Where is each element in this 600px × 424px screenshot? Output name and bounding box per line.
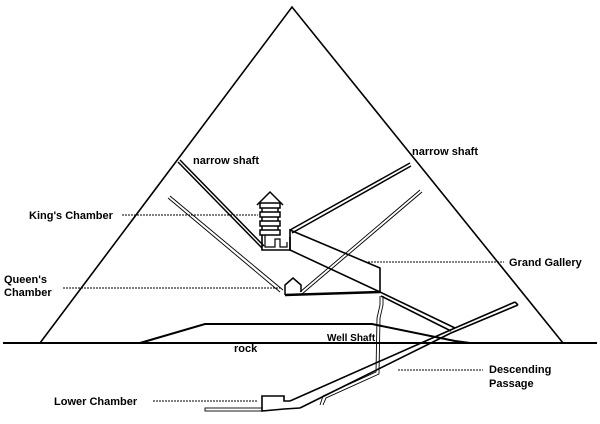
label-lower-chamber: Lower Chamber (54, 396, 138, 408)
queens-south-shaft (299, 189, 421, 293)
lower-chamber (261, 395, 301, 412)
label-grand-gallery: Grand Gallery (509, 257, 583, 269)
kings-north-shaft (177, 161, 263, 249)
label-queens-chamber-2: Chamber (4, 287, 52, 299)
label-narrow-shaft-right: narrow shaft (412, 146, 478, 158)
descending-passage-upper (454, 301, 516, 329)
kings-chamber (261, 235, 291, 251)
label-descending-2: Passage (489, 378, 534, 390)
label-kings-chamber: King's Chamber (29, 210, 114, 222)
label-narrow-shaft-left: narrow shaft (193, 155, 259, 167)
lower-chamber-passage (204, 407, 263, 412)
well-shaft (319, 296, 381, 406)
kings-south-shaft (289, 162, 411, 231)
label-well-shaft: Well Shaft (327, 333, 376, 344)
queens-chamber (284, 277, 302, 295)
pyramid-outline (39, 5, 564, 344)
rock-mound (139, 323, 471, 344)
descending-passage (289, 327, 456, 402)
label-queens-chamber-1: Queen's (4, 274, 47, 286)
queens-north-shaft (167, 197, 281, 293)
label-descending-1: Descending (489, 364, 551, 376)
ascending-passage (379, 291, 456, 329)
relieving-chambers (256, 190, 284, 236)
label-rock: rock (234, 343, 258, 355)
